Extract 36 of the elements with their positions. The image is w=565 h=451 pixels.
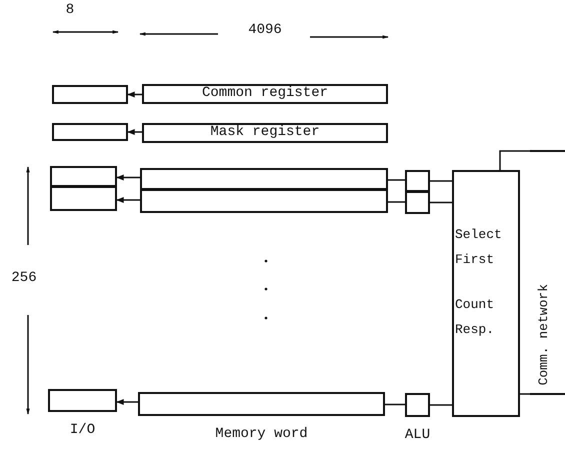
register-label: Mask register bbox=[210, 125, 320, 141]
cell-box bbox=[50, 166, 117, 187]
node-label: Memory word bbox=[215, 426, 308, 442]
connector-line bbox=[499, 150, 530, 170]
network-label: Comm. network bbox=[536, 284, 551, 385]
network-box bbox=[530, 150, 565, 395]
node-label: ALU bbox=[404, 427, 430, 443]
cell-box bbox=[50, 186, 117, 211]
connector-line bbox=[430, 202, 452, 204]
dimension-label: 8 bbox=[64, 2, 76, 18]
dimension-label: 4096 bbox=[247, 22, 283, 38]
cell-box bbox=[52, 85, 128, 104]
cell-box bbox=[405, 170, 430, 192]
connector-line bbox=[388, 179, 405, 181]
unit-label: Select First bbox=[454, 226, 503, 269]
dimension-label: 256 bbox=[10, 270, 38, 286]
connector-line bbox=[385, 404, 405, 406]
connector-line bbox=[430, 404, 452, 406]
arrow bbox=[116, 174, 140, 180]
cell-box bbox=[405, 191, 430, 214]
connector-line bbox=[430, 180, 452, 182]
register-box bbox=[142, 123, 388, 143]
node-label: I/O bbox=[70, 422, 96, 438]
register-label: Common register bbox=[202, 86, 328, 102]
select-unit-box bbox=[452, 170, 520, 417]
arrow bbox=[127, 92, 142, 98]
register-box bbox=[142, 84, 388, 104]
cell-box bbox=[52, 123, 128, 141]
connector-line bbox=[520, 393, 530, 395]
cell-box bbox=[140, 168, 388, 190]
connector-line bbox=[388, 201, 405, 203]
arrow bbox=[116, 197, 140, 203]
arrow bbox=[127, 129, 142, 135]
arrow bbox=[116, 399, 138, 405]
cell-box bbox=[140, 189, 388, 213]
unit-label: Count Resp. bbox=[454, 296, 496, 339]
